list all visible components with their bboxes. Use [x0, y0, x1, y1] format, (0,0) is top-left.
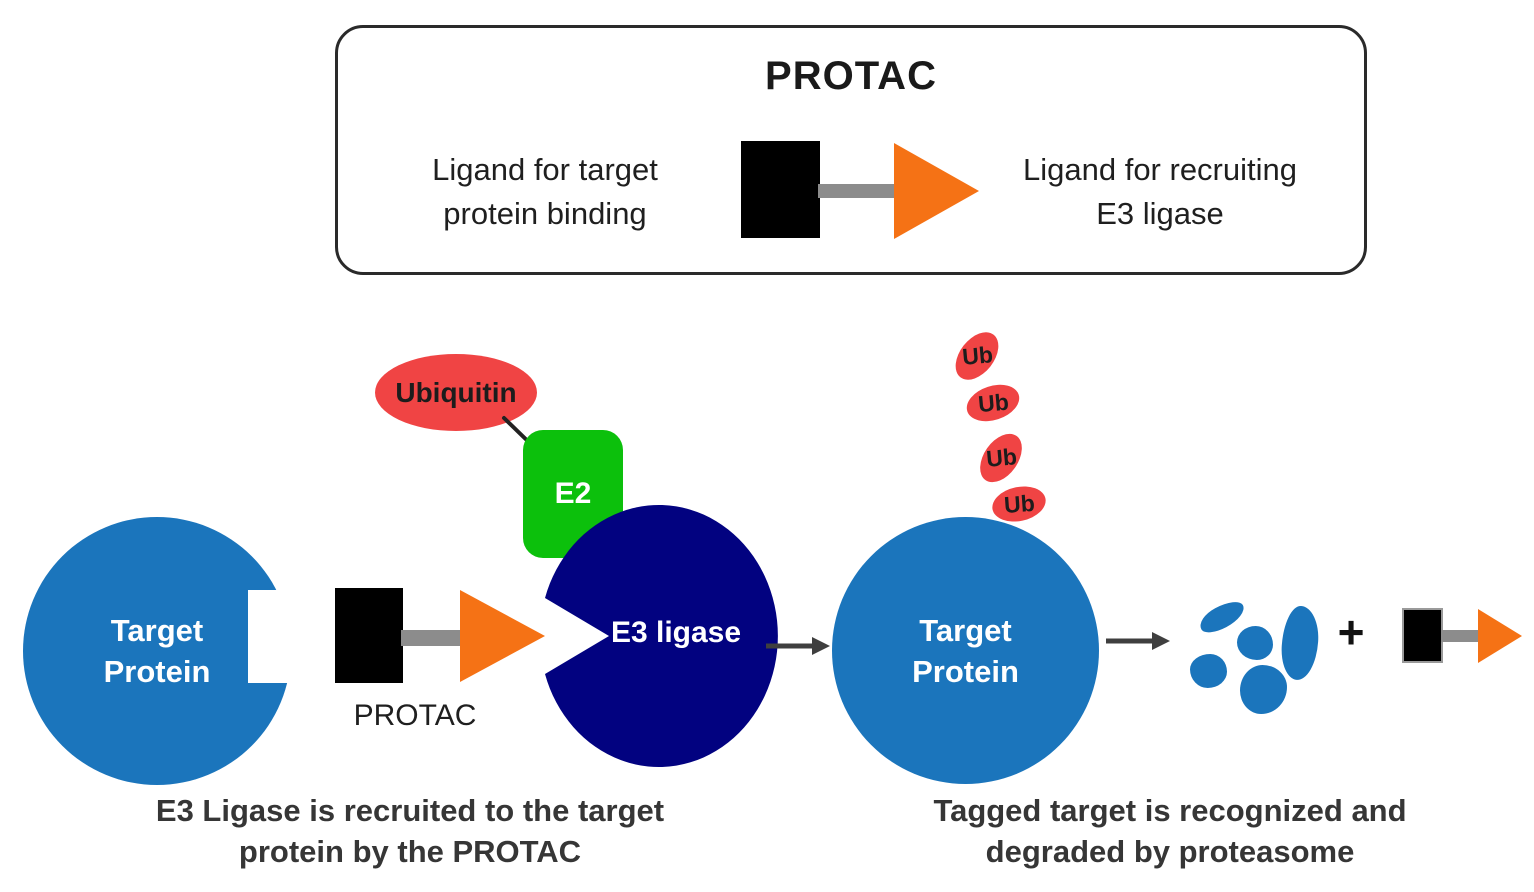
plus-sign: +	[1337, 606, 1365, 658]
target-protein-2-line2: Protein	[912, 653, 1019, 689]
legend-right-label-line1: Ligand for recruiting	[1023, 152, 1297, 187]
ubiquitin-tag-2: Ub	[962, 378, 1024, 428]
step2-caption-line2: degraded by proteasome	[985, 834, 1355, 869]
ubiquitin-tag-3-label: Ub	[984, 443, 1018, 472]
orange-triangle-icon	[1478, 609, 1522, 663]
target-protein-1: Target Protein	[23, 517, 291, 785]
right-arrow-icon	[766, 637, 830, 655]
step1-caption-line1: E3 Ligase is recruited to the target	[155, 793, 665, 828]
step1-caption: E3 Ligase is recruited to the target pro…	[85, 790, 735, 872]
step1-caption-line2: protein by the PROTAC	[238, 834, 582, 869]
target-protein-1-line2: Protein	[103, 654, 211, 689]
e3-ligase-label: E3 ligase	[610, 616, 742, 649]
target-protein-2: Target Protein	[832, 517, 1099, 784]
ubiquitin-tag-1: Ub	[946, 324, 1008, 388]
ubiquitin-tag-4: Ub	[989, 481, 1049, 527]
orange-triangle-icon	[460, 590, 545, 682]
gray-linker-icon	[401, 630, 463, 646]
ubiquitin-label: Ubiquitin	[395, 376, 517, 408]
ubiquitin-tag-2-label: Ub	[976, 388, 1010, 417]
e2-label: E2	[554, 477, 592, 510]
black-square-icon	[1402, 608, 1443, 663]
legend-left-label-line2: protein binding	[443, 196, 647, 231]
ubiquitin-tag-4-label: Ub	[1002, 489, 1036, 518]
right-arrow-icon	[1106, 632, 1170, 650]
protein-fragment	[1240, 665, 1287, 714]
orange-triangle-icon	[894, 143, 979, 239]
target-protein-1-label: Target Protein	[104, 610, 211, 692]
gray-linker-icon	[818, 184, 896, 198]
protein-fragment	[1237, 626, 1273, 660]
black-square-icon	[741, 141, 820, 238]
legend-left-label: Ligand for target protein binding	[390, 148, 700, 236]
target-protein-2-line1: Target	[919, 612, 1012, 648]
e3-ligase-pacman-icon	[545, 505, 778, 767]
legend-left-label-line1: Ligand for target	[432, 152, 658, 187]
target-protein-2-label: Target Protein	[912, 610, 1019, 692]
step2-caption-line1: Tagged target is recognized and	[933, 793, 1407, 828]
step2-caption: Tagged target is recognized and degraded…	[870, 790, 1470, 872]
binding-pocket-notch	[248, 590, 312, 683]
protein-fragment	[1190, 654, 1227, 688]
target-protein-1-line1: Target	[110, 613, 204, 648]
legend-right-label-line2: E3 ligase	[1096, 196, 1224, 231]
ubiquitin-tag-1-label: Ub	[960, 341, 994, 370]
black-square-icon	[335, 588, 403, 683]
protac-molecule-label: PROTAC	[353, 699, 477, 732]
gray-linker-icon	[1441, 630, 1483, 642]
ubiquitin-tag-3: Ub	[971, 426, 1031, 490]
protac-legend-box	[335, 25, 1367, 275]
ubiquitin-ellipse: Ubiquitin	[375, 354, 537, 431]
legend-title: PROTAC	[765, 54, 937, 98]
protein-fragment	[1279, 604, 1321, 682]
legend-right-label: Ligand for recruiting E3 ligase	[1005, 148, 1315, 236]
